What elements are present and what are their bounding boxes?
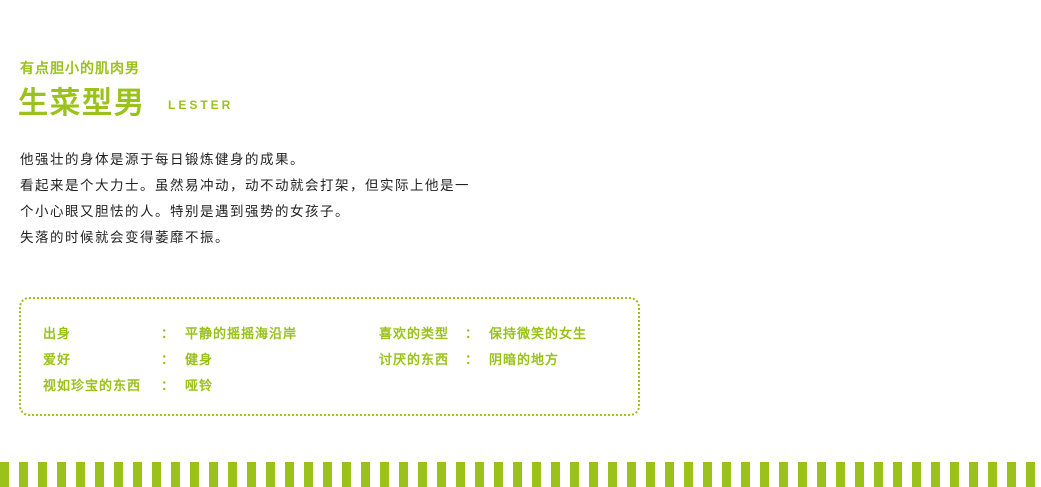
likes-value: 保持微笑的女生	[489, 327, 588, 342]
colon: ：	[161, 379, 176, 394]
decorative-stripe-border	[0, 462, 1041, 487]
colon: ：	[161, 353, 176, 368]
description-line: 看起来是个大力士。虽然易冲动，动不动就会打架，但实际上他是一	[20, 178, 470, 194]
character-name-en: LESTER	[168, 98, 234, 112]
hobby-value: 健身	[185, 353, 214, 368]
colon: ：	[465, 327, 480, 342]
treasure-label: 视如珍宝的东西	[43, 379, 142, 394]
dislikes-value: 阴暗的地方	[489, 353, 560, 368]
dislikes-label: 讨厌的东西	[379, 353, 450, 368]
colon: ：	[161, 327, 176, 342]
treasure-value: 哑铃	[185, 379, 214, 394]
colon: ：	[465, 353, 480, 368]
likes-label: 喜欢的类型	[379, 327, 450, 342]
profile-box: 出身 ： 平静的摇摇海沿岸 爱好 ： 健身 视如珍宝的东西 ： 哑铃 喜欢的类型…	[19, 297, 640, 416]
birthplace-value: 平静的摇摇海沿岸	[185, 327, 298, 342]
character-name: 生菜型男	[18, 86, 146, 121]
character-subtitle: 有点胆小的肌肉男	[20, 61, 140, 77]
birthplace-label: 出身	[43, 327, 72, 342]
character-description: 他强壮的身体是源于每日锻炼健身的成果。 看起来是个大力士。虽然易冲动，动不动就会…	[20, 147, 580, 251]
hobby-label: 爱好	[43, 353, 72, 368]
description-line: 他强壮的身体是源于每日锻炼健身的成果。	[20, 152, 305, 168]
description-line: 个小心眼又胆怯的人。特别是遇到强势的女孩子。	[20, 204, 350, 220]
description-line: 失落的时候就会变得萎靡不振。	[20, 230, 230, 246]
